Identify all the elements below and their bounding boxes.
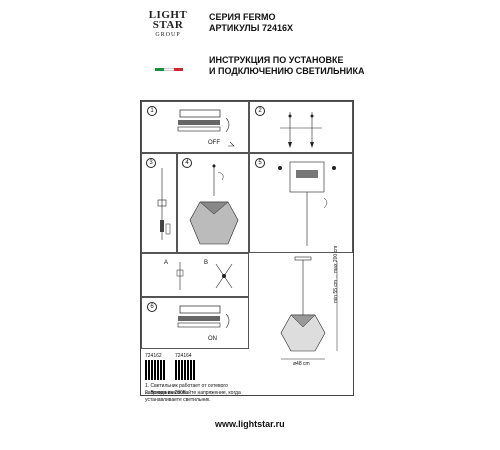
step-1-number: 1 xyxy=(147,106,157,116)
off-label: OFF xyxy=(208,140,220,146)
note-2: 2. Всегда выключайте напряжение, когда у… xyxy=(145,390,241,403)
step-5-panel: 5 xyxy=(249,153,353,253)
step-ab-drawing xyxy=(176,262,233,290)
step-3-number: 3 xyxy=(146,158,156,168)
note-1: 1. Светильник работает от сетевого напря… xyxy=(145,383,228,396)
step-1-panel: 1 OFF xyxy=(141,101,249,153)
articles-title: АРТИКУЛЫ 72416X xyxy=(209,23,293,33)
qr-code-icon xyxy=(175,360,195,380)
step-ab-panel: A B xyxy=(141,253,249,297)
brand-line-3: GROUP xyxy=(155,32,181,38)
pendant-lamp-drawing xyxy=(280,256,338,360)
product-drawing-panel: min 55 cm ... max 200 cm ø48 cm xyxy=(249,246,353,395)
step-2-drawing xyxy=(280,112,322,148)
diameter-dimension: ø48 cm xyxy=(293,361,310,367)
on-label: ON xyxy=(208,336,217,342)
step-3-panel: 3 xyxy=(141,153,177,253)
instruction-title-2: И ПОДКЛЮЧЕНИЮ СВЕТИЛЬНИКА xyxy=(209,66,365,76)
footer-url[interactable]: www.lightstar.ru xyxy=(215,419,285,429)
step-3-drawing xyxy=(157,168,171,240)
step-6-number: 6 xyxy=(147,302,157,312)
step-b-label: B xyxy=(204,260,209,266)
qr-code-icon xyxy=(145,360,165,380)
step-2-panel: 2 xyxy=(249,101,353,153)
italian-flag-icon xyxy=(155,68,183,71)
step-4-number: 4 xyxy=(182,158,192,168)
step-1-drawing xyxy=(177,109,235,147)
brand-logo: LIGHT STAR GROUP xyxy=(148,10,188,74)
article-2: 724164 xyxy=(175,353,192,359)
step-4-drawing xyxy=(189,164,239,245)
step-a-label: A xyxy=(164,260,169,266)
step-6-panel: 6 ON xyxy=(141,297,249,349)
brand-line-1: LIGHT xyxy=(148,9,188,21)
article-1: 724162 xyxy=(145,353,162,359)
series-title: СЕРИЯ FERMO xyxy=(209,12,276,22)
instruction-frame: 1 OFF 2 3 4 xyxy=(140,100,354,403)
step-5-number: 5 xyxy=(255,158,265,168)
step-5-drawing xyxy=(278,161,336,246)
step-2-number: 2 xyxy=(255,106,265,116)
step-4-panel: 4 xyxy=(177,153,249,253)
brand-line-2: STAR xyxy=(152,19,184,31)
step-6-drawing xyxy=(177,305,230,329)
instruction-title-1: ИНСТРУКЦИЯ ПО УСТАНОВКЕ xyxy=(209,55,344,65)
height-dimension: min 55 cm ... max 200 cm xyxy=(333,245,339,303)
